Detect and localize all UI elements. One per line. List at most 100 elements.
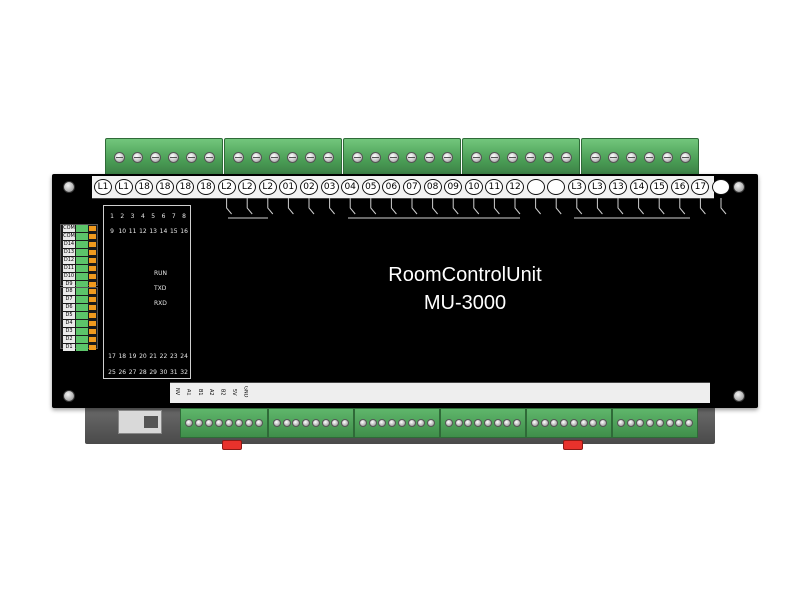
- top-terminal-block-3: [343, 138, 461, 176]
- led-channel-number: 15: [169, 228, 178, 235]
- input-terminal-label: D11: [63, 265, 75, 272]
- relay-line: [658, 198, 665, 215]
- bottom-terminal-label: [548, 383, 556, 401]
- terminal-screw: [203, 151, 215, 163]
- terminal-screw: [661, 151, 673, 163]
- terminal-screw: [626, 419, 635, 427]
- terminal-screw: [292, 419, 301, 427]
- input-terminal-label: D9: [63, 281, 75, 288]
- terminal-screw: [304, 151, 316, 163]
- input-terminal-socket: [76, 281, 88, 288]
- bottom-terminal-label: [480, 383, 488, 401]
- terminal-screw: [506, 151, 518, 163]
- terminal-screw: [205, 419, 213, 427]
- input-terminal-row: D9: [61, 281, 97, 289]
- led-channel-number: 32: [180, 369, 188, 376]
- bottom-terminal-label: B2: [219, 388, 226, 396]
- terminal-screw: [454, 419, 463, 427]
- top-terminal-label: 04: [341, 179, 360, 195]
- input-terminal-lever: [89, 289, 96, 294]
- top-terminal-label: L2: [258, 179, 277, 195]
- led-status-label: RXD: [154, 300, 167, 307]
- bottom-terminal-label-strip: [170, 382, 710, 403]
- led-channel-number: 25: [108, 369, 116, 376]
- terminal-screw: [542, 151, 554, 163]
- relay-line: [699, 198, 706, 215]
- bottom-terminal-label: [525, 383, 533, 401]
- input-terminal-label: COM: [63, 233, 75, 240]
- input-terminal-label: D14: [63, 241, 75, 248]
- terminal-screw: [560, 151, 572, 163]
- relay-line: [432, 198, 438, 215]
- input-terminal-label: D7: [63, 296, 75, 303]
- terminal-screw: [378, 419, 387, 427]
- top-terminal-label: 17: [691, 179, 710, 195]
- top-terminal-label: [526, 179, 545, 195]
- input-terminal-lever: [89, 274, 96, 279]
- led-channel-number: 6: [161, 213, 166, 220]
- led-channel-number: 26: [118, 369, 127, 376]
- communication-port: [118, 410, 162, 434]
- bottom-terminal-label: [320, 383, 328, 401]
- led-channel-number: 31: [169, 369, 178, 376]
- terminal-screw: [311, 419, 320, 427]
- terminal-screw: [625, 151, 637, 163]
- led-indicator-panel: [103, 205, 191, 379]
- top-terminal-label: 06: [382, 179, 401, 195]
- top-terminal-block-5: [581, 138, 699, 176]
- top-terminal-label: 12: [506, 179, 524, 195]
- led-channel-number: 17: [108, 353, 116, 360]
- top-terminal-label: 18: [176, 179, 195, 195]
- terminal-screw: [321, 419, 330, 427]
- relay-line: [267, 198, 274, 215]
- bottom-terminal-block-1: [180, 408, 268, 438]
- input-terminal-label: D10: [63, 273, 75, 280]
- led-channel-number: 8: [182, 213, 186, 220]
- top-terminal-label: 09: [444, 179, 463, 195]
- relay-line: [390, 198, 397, 215]
- relay-line: [349, 198, 356, 215]
- relay-line: [329, 198, 335, 215]
- terminal-screw: [540, 419, 549, 427]
- top-terminal-label: [712, 179, 730, 195]
- bottom-terminal-label: [571, 383, 579, 401]
- top-terminal-label: 16: [670, 179, 689, 195]
- bottom-terminal-label: [275, 383, 283, 401]
- bottom-terminal-block-4: [440, 408, 526, 438]
- terminal-screw: [232, 151, 244, 163]
- terminal-screw: [607, 151, 619, 163]
- input-terminal-row: D14: [61, 241, 97, 249]
- bottom-terminal-label: [377, 383, 385, 401]
- input-terminal-label: D8: [63, 288, 75, 295]
- bottom-terminal-label: [696, 383, 704, 401]
- relay-line: [555, 198, 562, 215]
- terminal-screw: [685, 419, 694, 427]
- bottom-terminal-label: NV: [174, 388, 180, 396]
- bottom-terminal-label: [446, 383, 454, 401]
- input-terminal-row: D11: [61, 265, 97, 273]
- input-terminal-socket: [76, 320, 88, 327]
- input-terminal-label: D5: [63, 312, 75, 319]
- led-channel-number: 20: [139, 353, 147, 360]
- input-terminal-row: D2: [61, 336, 97, 344]
- relay-line: [576, 198, 583, 215]
- bottom-terminal-block-3: [354, 408, 440, 438]
- terminal-screw: [444, 419, 453, 427]
- terminal-screw: [470, 151, 482, 163]
- input-terminal-label: COM: [63, 225, 75, 232]
- terminal-screw: [341, 419, 350, 427]
- led-channel-number: 5: [151, 213, 156, 220]
- input-terminal-socket: [76, 312, 88, 319]
- input-terminal-socket: [76, 225, 88, 232]
- input-terminal-lever: [89, 266, 96, 271]
- led-channel-number: 30: [159, 369, 168, 376]
- terminal-screw: [250, 151, 262, 163]
- led-channel-number: 18: [118, 353, 127, 360]
- input-terminal-socket: [76, 273, 88, 280]
- terminal-screw: [185, 419, 193, 427]
- led-channel-number: 21: [149, 353, 157, 360]
- bottom-terminal-block-5: [526, 408, 612, 438]
- top-terminal-label: L2: [217, 179, 236, 195]
